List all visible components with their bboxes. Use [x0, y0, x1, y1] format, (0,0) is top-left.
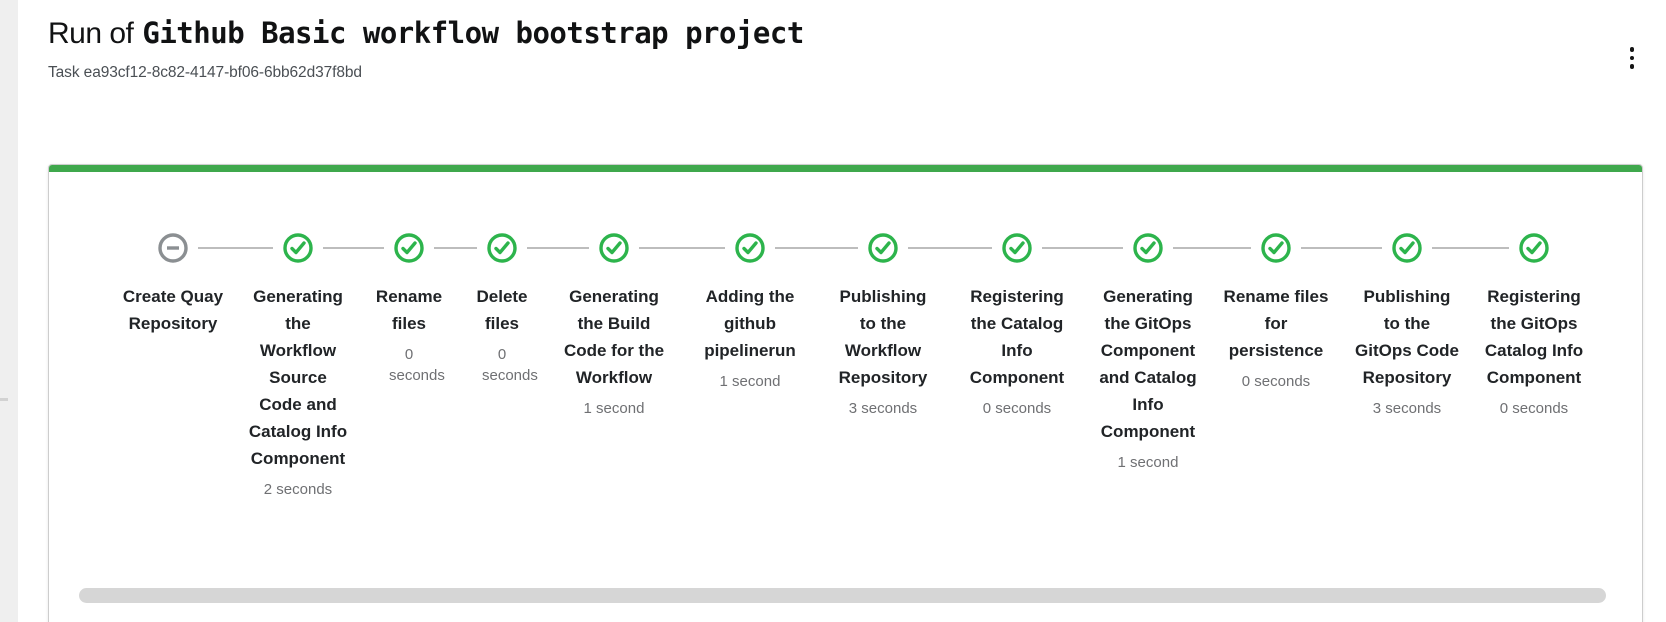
- connector-line: [1042, 247, 1086, 249]
- step-icon-row: [1086, 233, 1210, 263]
- step-item: Publishing to the Workflow Repository 3 …: [818, 233, 948, 419]
- connector-line: [1210, 247, 1251, 249]
- step-label: Registering the Catalog Info Component: [969, 287, 1065, 387]
- connector-line: [1432, 247, 1472, 249]
- kebab-dot-icon: [1629, 47, 1635, 52]
- step-duration: 3 seconds: [1372, 400, 1442, 417]
- step-duration: 0 seconds: [482, 346, 538, 384]
- connector-line: [1086, 247, 1123, 249]
- connector-line: [775, 247, 818, 249]
- step-label: Create Quay Repository: [122, 287, 224, 333]
- step-duration: 0 seconds: [1499, 400, 1569, 417]
- step-item: Generating the Workflow Source Code and …: [236, 233, 360, 500]
- step-icon-row: [360, 233, 458, 263]
- check-circle-icon: [1133, 233, 1163, 263]
- check-circle-icon: [487, 233, 517, 263]
- step-item: Registering the GitOps Catalog Info Comp…: [1472, 233, 1596, 419]
- step-icon-row: [818, 233, 948, 263]
- connector-line: [434, 247, 458, 249]
- run-header: Run of Github Basic workflow bootstrap p…: [48, 16, 1606, 82]
- step-label: Publishing to the Workflow Repository: [838, 287, 928, 387]
- check-circle-icon: [735, 233, 765, 263]
- step-item: Create Quay Repository: [110, 233, 236, 344]
- step-duration: 1 second: [719, 373, 781, 390]
- step-item: Generating the GitOps Component and Cata…: [1086, 233, 1210, 473]
- check-circle-icon: [1261, 233, 1291, 263]
- step-label: Publishing to the GitOps Code Repository: [1355, 287, 1459, 387]
- step-item: Registering the Catalog Info Component 0…: [948, 233, 1086, 419]
- step-item: Rename files for persistence 0 seconds: [1210, 233, 1342, 392]
- step-label: Registering the GitOps Catalog Info Comp…: [1484, 287, 1584, 387]
- step-icon-row: [546, 233, 682, 263]
- horizontal-scrollbar-thumb[interactable]: [79, 588, 1606, 603]
- divider-dash: [0, 398, 8, 401]
- connector-line: [236, 247, 273, 249]
- step-duration: 1 second: [583, 400, 645, 417]
- check-circle-icon: [868, 233, 898, 263]
- check-circle-icon: [1519, 233, 1549, 263]
- task-steps-card: Create Quay Repository Generating the Wo…: [48, 164, 1643, 622]
- step-item: Delete files 0 seconds: [458, 233, 546, 386]
- connector-line: [546, 247, 589, 249]
- step-label: Rename files: [375, 287, 443, 333]
- minus-circle-icon: [158, 233, 188, 263]
- step-duration: 0 seconds: [1241, 373, 1311, 390]
- connector-line: [948, 247, 992, 249]
- step-item: Rename files 0 seconds: [360, 233, 458, 386]
- step-duration: 0 seconds: [389, 346, 445, 384]
- step-label: Generating the GitOps Component and Cata…: [1099, 287, 1197, 441]
- step-item: Publishing to the GitOps Code Repository…: [1342, 233, 1472, 419]
- step-label: Generating the Workflow Source Code and …: [248, 287, 348, 468]
- step-icon-row: [1210, 233, 1342, 263]
- page-edge-strip: [0, 0, 18, 622]
- connector-line: [908, 247, 948, 249]
- connector-line: [1173, 247, 1210, 249]
- check-circle-icon: [599, 233, 629, 263]
- connector-line: [1472, 247, 1509, 249]
- progress-stepper: Create Quay Repository Generating the Wo…: [49, 165, 1642, 500]
- step-icon-row: [948, 233, 1086, 263]
- step-label: Adding the github pipelinerun: [704, 287, 796, 360]
- step-label: Delete files: [476, 287, 528, 333]
- connector-line: [198, 247, 236, 249]
- step-icon-row: [1472, 233, 1596, 263]
- step-duration: 2 seconds: [263, 481, 333, 498]
- connector-line: [682, 247, 725, 249]
- task-id-label: Task ea93cf12-8c82-4147-bf06-6bb62d37f8b…: [48, 64, 362, 81]
- kebab-dot-icon: [1629, 55, 1635, 61]
- step-icon-row: [458, 233, 546, 263]
- step-item: Adding the github pipelinerun 1 second: [682, 233, 818, 392]
- step-duration: 1 second: [1117, 454, 1179, 471]
- connector-line: [639, 247, 682, 249]
- check-circle-icon: [283, 233, 313, 263]
- step-label: Generating the Build Code for the Workfl…: [563, 287, 665, 387]
- step-icon-row: [682, 233, 818, 263]
- step-icon-row: [236, 233, 360, 263]
- check-circle-icon: [1002, 233, 1032, 263]
- check-circle-icon: [394, 233, 424, 263]
- check-circle-icon: [1392, 233, 1422, 263]
- step-item: Generating the Build Code for the Workfl…: [546, 233, 682, 419]
- kebab-dot-icon: [1629, 64, 1635, 69]
- page-title: Run of Github Basic workflow bootstrap p…: [48, 16, 1606, 51]
- connector-line: [818, 247, 858, 249]
- title-prefix: Run of: [48, 17, 134, 50]
- card-success-top-border: [49, 165, 1642, 172]
- step-label: Rename files for persistence: [1223, 287, 1329, 360]
- connector-line: [360, 247, 384, 249]
- step-icon-row: [110, 233, 236, 263]
- connector-line: [323, 247, 360, 249]
- template-name: Github Basic workflow bootstrap project: [142, 16, 804, 50]
- step-icon-row: [1342, 233, 1472, 263]
- connector-line: [458, 247, 477, 249]
- connector-line: [527, 247, 546, 249]
- kebab-menu-button[interactable]: [1622, 44, 1642, 72]
- connector-line: [1301, 247, 1342, 249]
- step-duration: 3 seconds: [848, 400, 918, 417]
- step-duration: 0 seconds: [982, 400, 1052, 417]
- connector-line: [1342, 247, 1382, 249]
